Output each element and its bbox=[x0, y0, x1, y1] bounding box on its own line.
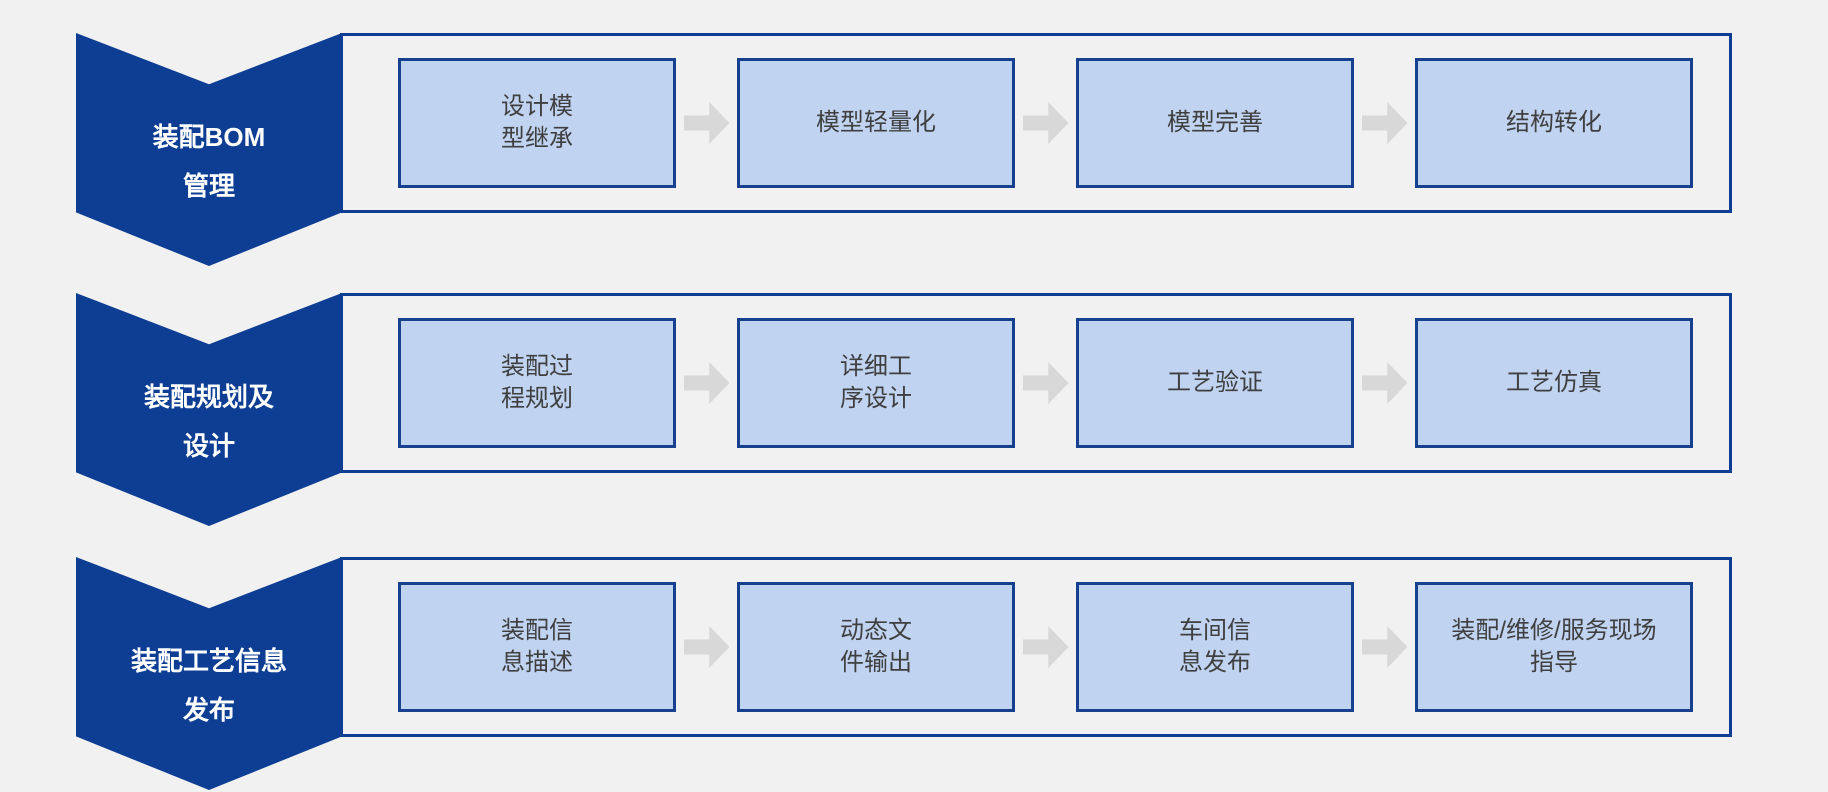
step-box: 动态文 件输出 bbox=[737, 582, 1015, 712]
step-box: 详细工 序设计 bbox=[737, 318, 1015, 448]
arrow-right-icon bbox=[683, 102, 730, 144]
step-box: 模型轻量化 bbox=[737, 58, 1015, 188]
arrow-right-icon bbox=[1022, 102, 1069, 144]
process-row-container-bom: 设计模 型继承 模型轻量化 模型完善 结构转化 bbox=[340, 33, 1732, 213]
steps-row-planning: 装配过 程规划 详细工 序设计 工艺验证 工艺仿真 bbox=[398, 318, 1693, 448]
process-row-container-planning: 装配过 程规划 详细工 序设计 工艺验证 工艺仿真 bbox=[340, 293, 1732, 473]
steps-row-publish: 装配信 息描述 动态文 件输出 车间信 息发布 装配/维修/服务现场 指导 bbox=[398, 582, 1693, 712]
chevron-banner-publish: 装配工艺信息 发布 bbox=[76, 557, 342, 790]
steps-row-bom: 设计模 型继承 模型轻量化 模型完善 结构转化 bbox=[398, 58, 1693, 188]
step-box: 装配信 息描述 bbox=[398, 582, 676, 712]
chevron-banner-planning: 装配规划及 设计 bbox=[76, 293, 342, 526]
arrow-right-icon bbox=[1361, 362, 1408, 404]
chevron-banner-bom: 装配BOM 管理 bbox=[76, 33, 342, 266]
process-row-container-publish: 装配信 息描述 动态文 件输出 车间信 息发布 装配/维修/服务现场 指导 bbox=[340, 557, 1732, 737]
step-box: 工艺仿真 bbox=[1415, 318, 1693, 448]
arrow-right-icon bbox=[1022, 626, 1069, 668]
step-box: 装配/维修/服务现场 指导 bbox=[1415, 582, 1693, 712]
step-box: 结构转化 bbox=[1415, 58, 1693, 188]
arrow-right-icon bbox=[1361, 626, 1408, 668]
arrow-right-icon bbox=[683, 626, 730, 668]
arrow-right-icon bbox=[1361, 102, 1408, 144]
arrow-right-icon bbox=[683, 362, 730, 404]
step-box: 设计模 型继承 bbox=[398, 58, 676, 188]
step-box: 车间信 息发布 bbox=[1076, 582, 1354, 712]
step-box: 装配过 程规划 bbox=[398, 318, 676, 448]
arrow-right-icon bbox=[1022, 362, 1069, 404]
step-box: 模型完善 bbox=[1076, 58, 1354, 188]
step-box: 工艺验证 bbox=[1076, 318, 1354, 448]
